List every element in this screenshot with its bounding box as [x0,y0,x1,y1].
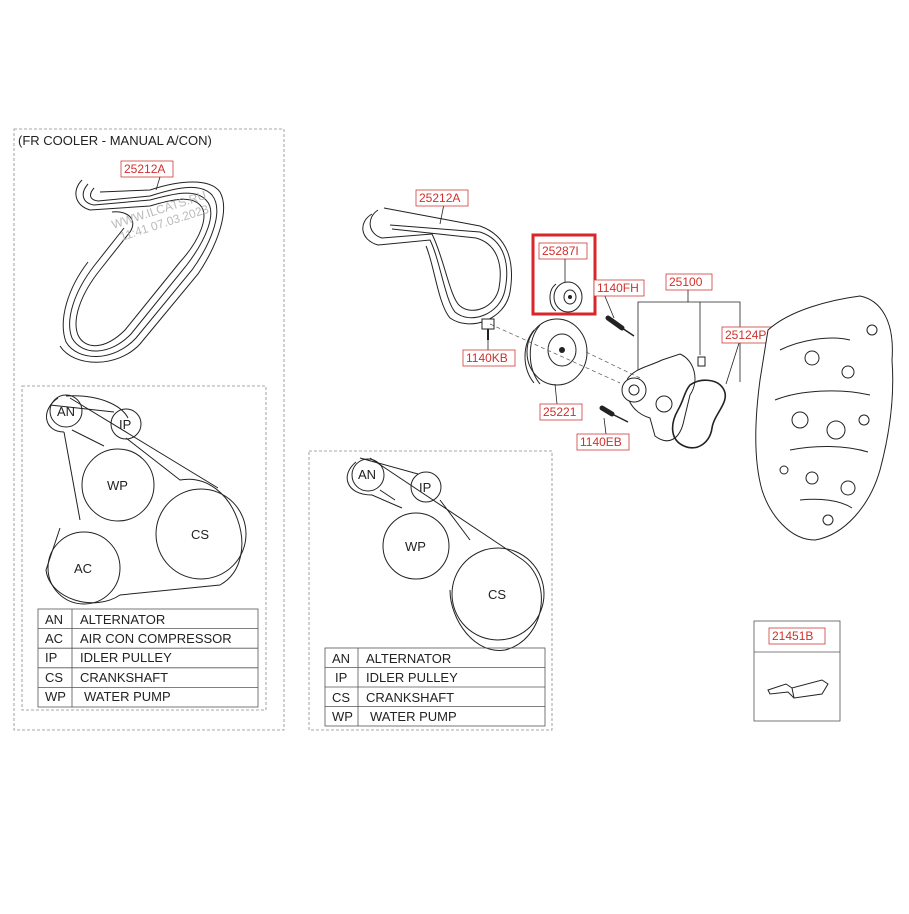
left-panel-heading: (FR COOLER - MANUAL A/CON) [18,133,212,148]
middle-legend-code: AN [332,651,350,666]
middle-panel-border [308,450,553,731]
left-legend-name: WATER PUMP [84,689,171,704]
bolt-kb-illustration [481,318,495,350]
engine-timing-cover-illustration [755,295,894,541]
left-legend-code: AC [45,631,63,646]
pulley-illustration [524,318,588,405]
selected-part-highlight [531,233,597,316]
middle-wp-pulley [382,512,450,580]
left-cs-pulley [155,488,247,580]
middle-legend-name: CRANKSHAFT [366,690,454,705]
middle-ip-pulley [410,471,442,503]
middle-routing-diagram: AN IP WP CS [346,457,545,651]
bolt-kb-part-label[interactable]: 1140KB [462,349,516,367]
middle-legend-name: WATER PUMP [370,709,457,724]
left-belt-label[interactable]: 25212A [120,160,174,191]
left-legend-code: CS [45,670,63,685]
svg-text:25124P: 25124P [725,328,766,342]
middle-legend-code: IP [335,670,347,685]
left-legend-name: AIR CON COMPRESSOR [80,631,232,646]
main-diagram: 25212A 25287I 1140FH 25100 [362,189,894,541]
bolt-fh-illustration [603,293,635,337]
svg-text:25100: 25100 [669,275,703,289]
svg-text:21451B: 21451B [772,629,813,643]
svg-text:25212A: 25212A [419,191,460,205]
left-ac-label: AC [74,561,92,576]
left-ip-pulley [110,408,142,440]
bolt-eb-part-label[interactable]: 1140EB [576,433,630,451]
bolt-eb-illustration [599,405,629,435]
left-an-pulley [49,394,83,428]
middle-legend-table: AN ALTERNATOR IP IDLER PULLEY CS CRANKSH… [324,647,546,727]
middle-an-pulley [351,458,385,492]
left-ac-pulley [47,531,121,605]
left-legend-code: AN [45,612,63,627]
gasket-illustration [671,339,741,449]
idler-pulley-illustration [549,281,583,313]
left-legend-name: ALTERNATOR [80,612,165,627]
left-panel: (FR COOLER - MANUAL A/CON) 25212A WWW.IL… [13,128,285,731]
middle-cs-pulley [451,547,545,641]
middle-legend-name: IDLER PULLEY [366,670,458,685]
assembly-axis [489,323,641,384]
svg-text:1140FH: 1140FH [597,281,639,295]
middle-cs-label: CS [488,587,506,602]
middle-ip-label: IP [419,480,431,495]
gasket-part-label[interactable]: 25124P [721,326,773,344]
left-an-label: AN [57,404,75,419]
left-legend-name: CRANKSHAFT [80,670,168,685]
idler-part-label[interactable]: 25287I [538,242,588,282]
watermark: WWW.ILCATS.RU 11:41 07.03.2023 [110,188,211,244]
left-belt-drawing [59,179,224,363]
belt-illustration [362,203,512,325]
water-pump-illustration [621,353,706,442]
svg-text:1140KB: 1140KB [466,351,508,365]
middle-wp-label: WP [405,539,426,554]
left-legend-table: AN ALTERNATOR AC AIR CON COMPRESSOR IP I… [37,608,259,708]
svg-text:1140EB: 1140EB [580,435,622,449]
inset-border [753,620,841,722]
svg-text:25221: 25221 [543,405,577,419]
sealant-tube-illustration [767,679,829,699]
left-legend-name: IDLER PULLEY [80,650,172,665]
middle-legend-name: ALTERNATOR [366,651,451,666]
inset-part-label[interactable]: 21451B [768,627,826,645]
middle-legend-code: CS [332,690,350,705]
pulley-part-label[interactable]: 25221 [539,403,583,421]
middle-legend-code: WP [332,709,353,724]
inset-panel: 21451B [753,620,841,722]
left-legend-code: IP [45,650,57,665]
belt-part-label[interactable]: 25212A [415,189,469,207]
bolt-fh-part-label[interactable]: 1140FH [593,279,645,297]
water-pump-label[interactable]: 25100 [637,273,741,382]
left-cs-label: CS [191,527,209,542]
left-wp-label: WP [107,478,128,493]
middle-an-label: AN [358,467,376,482]
left-wp-pulley [81,448,155,522]
left-routing-border [21,385,267,711]
left-panel-border [13,128,285,731]
svg-text:25287I: 25287I [542,244,579,258]
svg-text:25212A: 25212A [124,162,165,176]
left-routing-diagram: AN IP WP CS AC [45,394,247,605]
middle-panel: AN IP WP CS AN ALTERNATOR IP IDLER PULLE… [308,450,553,731]
left-ip-label: IP [119,417,131,432]
left-legend-code: WP [45,689,66,704]
